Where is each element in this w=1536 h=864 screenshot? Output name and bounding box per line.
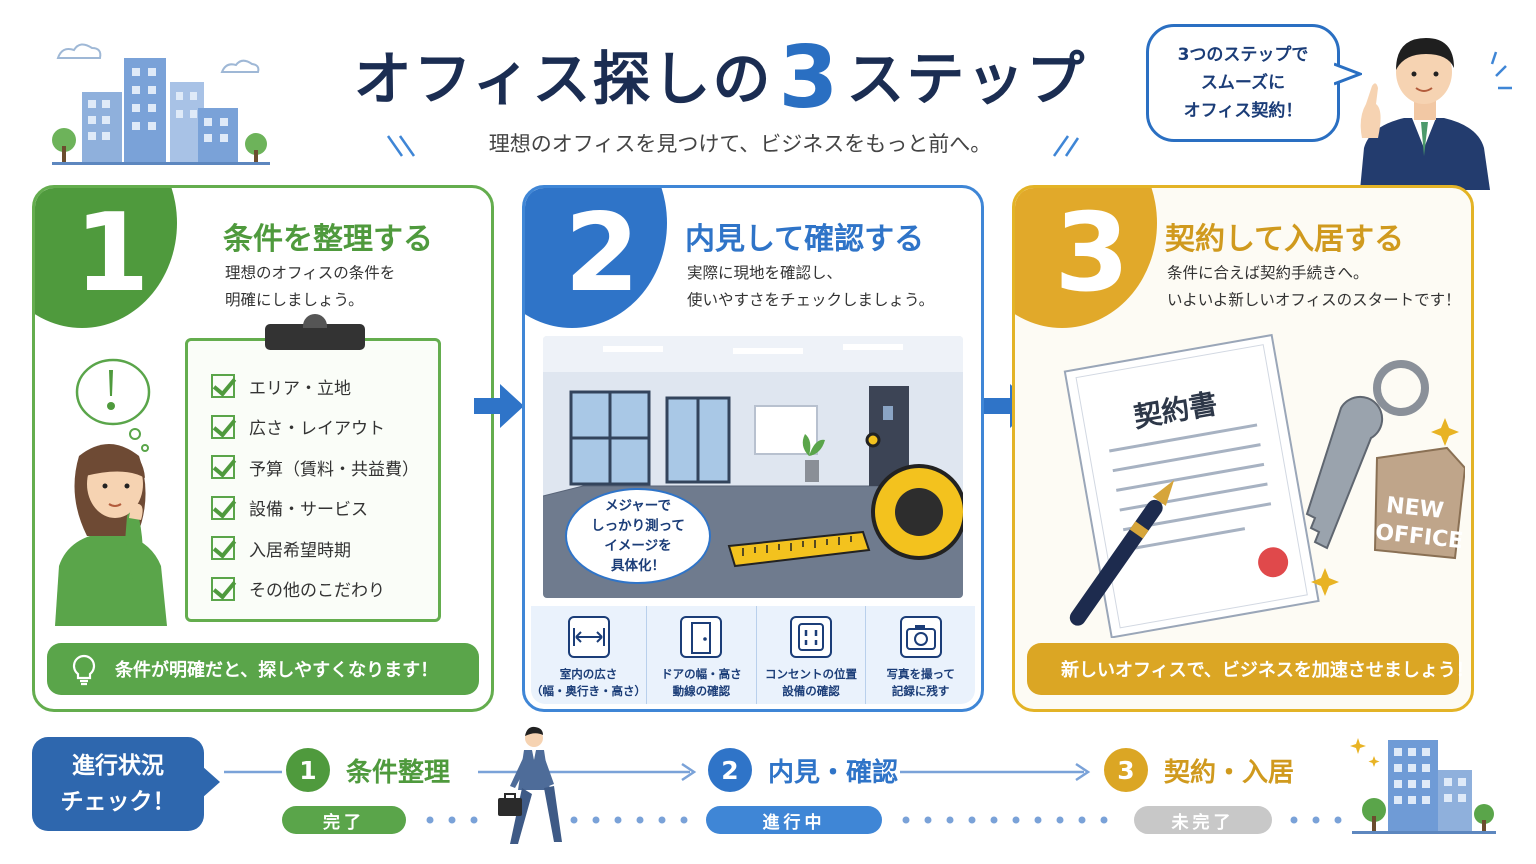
step-number: 1: [74, 191, 150, 316]
stage-status-complete: 完了: [282, 806, 406, 834]
progress-check-badge: 進行状況 チェック！: [32, 737, 204, 831]
stage-status-pending: 未完了: [1134, 806, 1272, 834]
step-number: 3: [1054, 191, 1130, 316]
step-title: 条件を整理する: [223, 222, 433, 257]
progress-stage-3: 3 契約・入居: [1104, 748, 1294, 792]
door-icon: [680, 616, 723, 658]
stage-number: 2: [708, 748, 752, 792]
speech-bubble-tail: [1334, 62, 1362, 86]
checkbox-checked-icon: [211, 495, 235, 520]
width-measure-icon: [567, 616, 610, 658]
checkbox-checked-icon: [211, 455, 235, 480]
checklist-item: エリア・立地: [211, 366, 419, 407]
businessman-illustration: [1360, 38, 1512, 190]
inspection-point: 室内の広さ （幅・奥行き・高さ）: [531, 606, 647, 704]
inspection-points-strip: 室内の広さ （幅・奥行き・高さ） ドアの幅・高さ 動線の確認 コンセントの位置 …: [531, 606, 975, 704]
checkbox-checked-icon: [211, 536, 235, 561]
page-subtitle: 理想のオフィスを見つけて、ビジネスをもっと前へ。: [488, 132, 992, 156]
walking-businessman-illustration: [498, 726, 562, 844]
city-buildings-illustration: [52, 43, 270, 165]
progress-stage-1: 1 条件整理: [286, 748, 450, 792]
inspection-point: コンセントの位置 設備の確認: [757, 606, 867, 704]
checkbox-checked-icon: [211, 576, 235, 601]
accent-slash-right: [1052, 135, 1080, 157]
badge-pointer: [202, 766, 220, 798]
step-description: 条件に合えば契約手続きへ。 いよいよ新しいオフィスのスタートです！: [1167, 264, 1461, 309]
checkbox-checked-icon: [211, 414, 235, 439]
stage-label: 内見・確認: [768, 757, 899, 788]
stage-number: 1: [286, 748, 330, 792]
step-title: 内見して確認する: [685, 222, 925, 257]
conditions-checklist: エリア・立地 広さ・レイアウト 予算（賃料・共益費） 設備・サービス 入居希望時…: [211, 366, 419, 609]
inspection-point: ドアの幅・高さ 動線の確認: [647, 606, 757, 704]
step-tip-banner: 新しいオフィスで、ビジネスを加速させましょう！: [1027, 643, 1471, 695]
clipboard-clip: [265, 314, 365, 350]
checklist-item: 広さ・レイアウト: [211, 407, 419, 448]
contract-and-keys-illustration: 契約書 NEW OFFICE: [1063, 333, 1465, 638]
measure-tip-bubble: メジャーで しっかり測って イメージを 具体化！: [565, 488, 711, 584]
step-description: 理想のオフィスの条件を 明確にしましょう。: [225, 264, 396, 309]
checklist-item: 入居希望時期: [211, 528, 419, 569]
step-number: 2: [564, 191, 640, 316]
stage-number: 3: [1104, 748, 1148, 792]
stage-label: 条件整理: [346, 757, 451, 788]
next-step-arrow: [474, 384, 524, 428]
step-card-1: 1 条件を整理する 理想のオフィスの条件を 明確にしましょう。 エリア・立地 広…: [32, 185, 494, 712]
outlet-icon: [790, 616, 832, 658]
destination-building-illustration: [1350, 738, 1496, 834]
checklist-item: その他のこだわり: [211, 569, 419, 610]
step-card-2: 2 内見して確認する 実際に現地を確認し、 使いやすさをチェックしましょう。 メ…: [522, 185, 984, 712]
step-tip-banner: 条件が明確だと、探しやすくなります！: [47, 643, 479, 695]
stage-status-in-progress: 進行中: [706, 806, 882, 834]
accent-slash-left: [386, 135, 416, 157]
lightbulb-icon: [72, 654, 96, 686]
new-office-tag-line1: NEW: [1385, 493, 1445, 524]
checklist-item: 設備・サービス: [211, 488, 419, 529]
progress-stage-2: 2 内見・確認: [708, 748, 898, 792]
thinking-woman-illustration: [55, 358, 167, 626]
inspection-point: 写真を撮って 記録に残す: [866, 606, 975, 704]
step-card-3: 3 契約して入居する 条件に合えば契約手続きへ。 いよいよ新しいオフィスのスター…: [1012, 185, 1474, 712]
camera-icon: [899, 616, 942, 658]
step-description: 実際に現地を確認し、 使いやすさをチェックしましょう。: [687, 264, 935, 309]
intro-speech-bubble: 3つのステップで スムーズに オフィス契約！: [1146, 24, 1340, 142]
step-title: 契約して入居する: [1165, 222, 1405, 257]
checkbox-checked-icon: [211, 374, 235, 399]
checklist-clipboard: [185, 338, 441, 622]
stage-label: 契約・入居: [1164, 757, 1295, 788]
checklist-item: 予算（賃料・共益費）: [211, 447, 419, 488]
